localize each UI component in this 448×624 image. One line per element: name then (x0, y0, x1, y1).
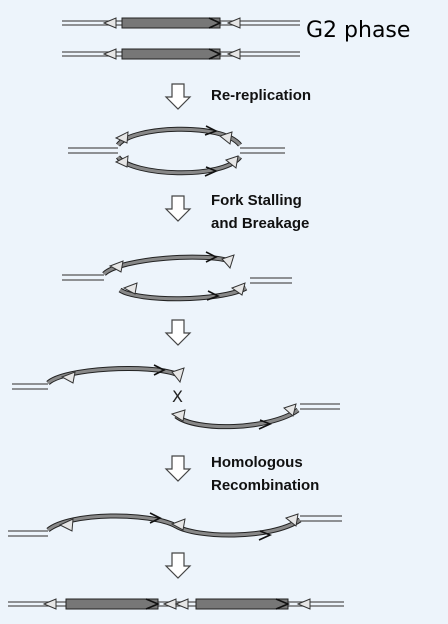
flow-arrow-2 (164, 195, 192, 222)
g2-duplex-top (62, 17, 300, 29)
step-label-re-replication: Re-replication (211, 87, 312, 104)
g2-duplex-bottom (62, 48, 300, 60)
recombination-product (8, 512, 342, 541)
step-label-homologous: Homologous (211, 454, 303, 471)
g2-phase-label: G2 phase (306, 18, 411, 43)
replication-bubble (68, 125, 285, 177)
step-label-fork-stalling: Fork Stalling (211, 192, 302, 209)
flow-arrow-5 (164, 552, 192, 579)
junction-mark: X (172, 387, 183, 406)
flow-arrow-3 (164, 319, 192, 346)
flow-arrow-4 (164, 455, 192, 482)
duplicated-duplex (8, 598, 344, 610)
step-label-recombination: Recombination (211, 477, 320, 494)
broken-fork (62, 251, 292, 302)
flow-arrow-1 (164, 83, 192, 110)
step-label-and-breakage: and Breakage (211, 215, 310, 232)
broken-ends (12, 364, 340, 430)
